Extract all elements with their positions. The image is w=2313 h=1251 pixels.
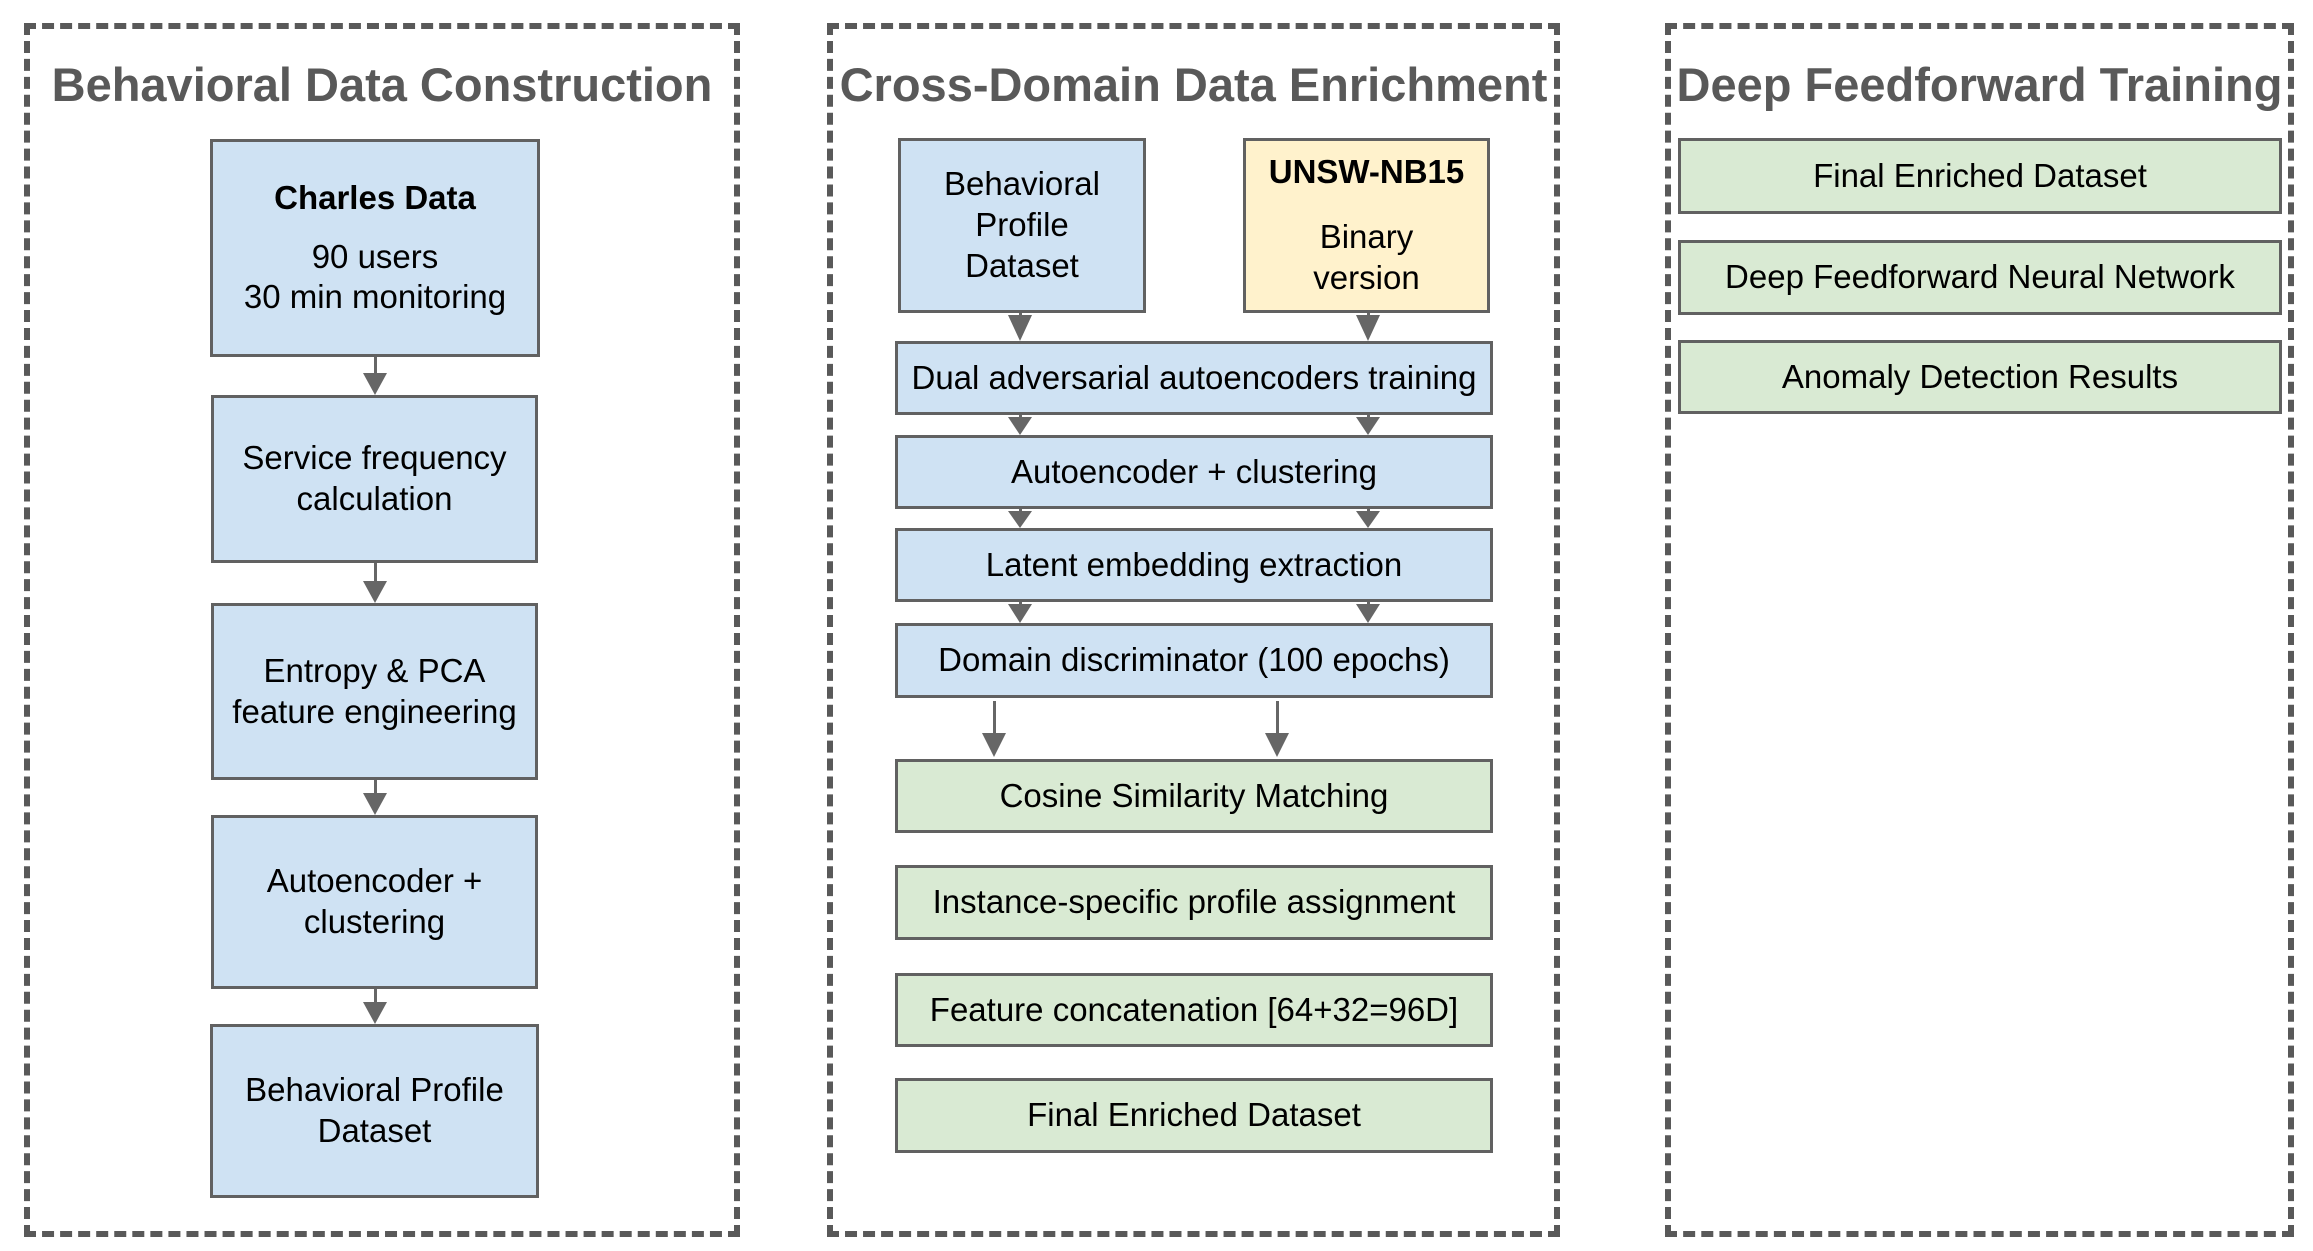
arrow-down [1355, 602, 1381, 623]
arrow-head [1356, 315, 1380, 341]
arrow-shaft [373, 989, 377, 1002]
arrow-down [1264, 701, 1290, 757]
arrow-shaft [373, 563, 377, 581]
arrow-shaft [1366, 313, 1370, 315]
arrow-head [1356, 604, 1380, 623]
arrow-down [1355, 509, 1381, 528]
arrow-head [363, 373, 387, 395]
arrow-down [362, 357, 388, 395]
node-final-enriched-dataset: Final Enriched Dataset [895, 1078, 1493, 1153]
node-cosine-similarity-matching: Cosine Similarity Matching [895, 759, 1493, 833]
panel-cross-domain-data-enrichment: Cross-Domain Data Enrichment [827, 23, 1560, 1237]
arrow-head [1008, 417, 1032, 435]
node-body: Binary version [1313, 218, 1420, 296]
arrow-head [363, 793, 387, 815]
arrow-down [362, 563, 388, 603]
panel-title: Deep Feedforward Training [1676, 58, 2283, 111]
panel-deep-feedforward-training: Deep Feedforward Training [1665, 23, 2294, 1237]
node-dual-adversarial-autoencoders-training: Dual adversarial autoencoders training [895, 341, 1493, 415]
arrow-down [1007, 602, 1033, 623]
arrow-head [1265, 733, 1289, 757]
arrow-down [362, 780, 388, 815]
node-behavioral-profile-dataset-input: Behavioral Profile Dataset [898, 138, 1146, 313]
node-heading: Charles Data [274, 178, 476, 216]
arrow-down [362, 989, 388, 1024]
node-behavioral-profile-dataset: Behavioral Profile Dataset [210, 1024, 539, 1198]
node-heading: UNSW-NB15 [1268, 153, 1465, 191]
node-body: 90 users 30 min monitoring [243, 237, 507, 316]
arrow-head [982, 733, 1006, 757]
arrow-head [1008, 511, 1032, 528]
arrow-shaft [1018, 313, 1022, 315]
arrow-head [1008, 315, 1032, 341]
arrow-down [1007, 415, 1033, 435]
node-domain-discriminator: Domain discriminator (100 epochs) [895, 623, 1493, 698]
arrow-shaft [1366, 509, 1370, 511]
panel-title: Behavioral Data Construction [51, 58, 713, 111]
arrow-head [363, 581, 387, 603]
node-autoencoder-clustering: Autoencoder + clustering [211, 815, 538, 989]
arrow-down [1355, 415, 1381, 435]
panel-behavioral-data-construction: Behavioral Data Construction [24, 23, 740, 1237]
arrow-shaft [1018, 509, 1022, 511]
arrow-head [1356, 511, 1380, 528]
node-unsw-nb15: UNSW-NB15 Binary version [1243, 138, 1490, 313]
arrow-head [1008, 604, 1032, 623]
node-deep-feedforward-neural-network: Deep Feedforward Neural Network [1678, 240, 2282, 315]
node-feature-concatenation: Feature concatenation [64+32=96D] [895, 973, 1493, 1047]
node-final-enriched-dataset-2: Final Enriched Dataset [1678, 138, 2282, 214]
node-autoencoder-clustering-2: Autoencoder + clustering [895, 435, 1493, 509]
arrow-shaft [1018, 602, 1022, 604]
arrow-shaft [373, 780, 377, 793]
node-entropy-pca-feature-engineering: Entropy & PCA feature engineering [211, 603, 538, 780]
panel-title: Cross-Domain Data Enrichment [839, 58, 1548, 111]
arrow-shaft [1018, 415, 1022, 417]
node-latent-embedding-extraction: Latent embedding extraction [895, 528, 1493, 602]
arrow-down [1007, 509, 1033, 528]
arrow-shaft [992, 701, 996, 733]
node-charles-data: Charles Data 90 users 30 min monitoring [210, 139, 540, 357]
arrow-shaft [1275, 701, 1279, 733]
node-instance-specific-profile-assignment: Instance-specific profile assignment [895, 865, 1493, 940]
node-anomaly-detection-results: Anomaly Detection Results [1678, 340, 2282, 414]
node-service-frequency-calculation: Service frequency calculation [211, 395, 538, 563]
arrow-down [981, 701, 1007, 757]
arrow-shaft [1366, 415, 1370, 417]
arrow-shaft [373, 357, 377, 373]
arrow-down [1355, 313, 1381, 341]
arrow-head [1356, 417, 1380, 435]
arrow-head [363, 1002, 387, 1024]
arrow-down [1007, 313, 1033, 341]
arrow-shaft [1366, 602, 1370, 604]
